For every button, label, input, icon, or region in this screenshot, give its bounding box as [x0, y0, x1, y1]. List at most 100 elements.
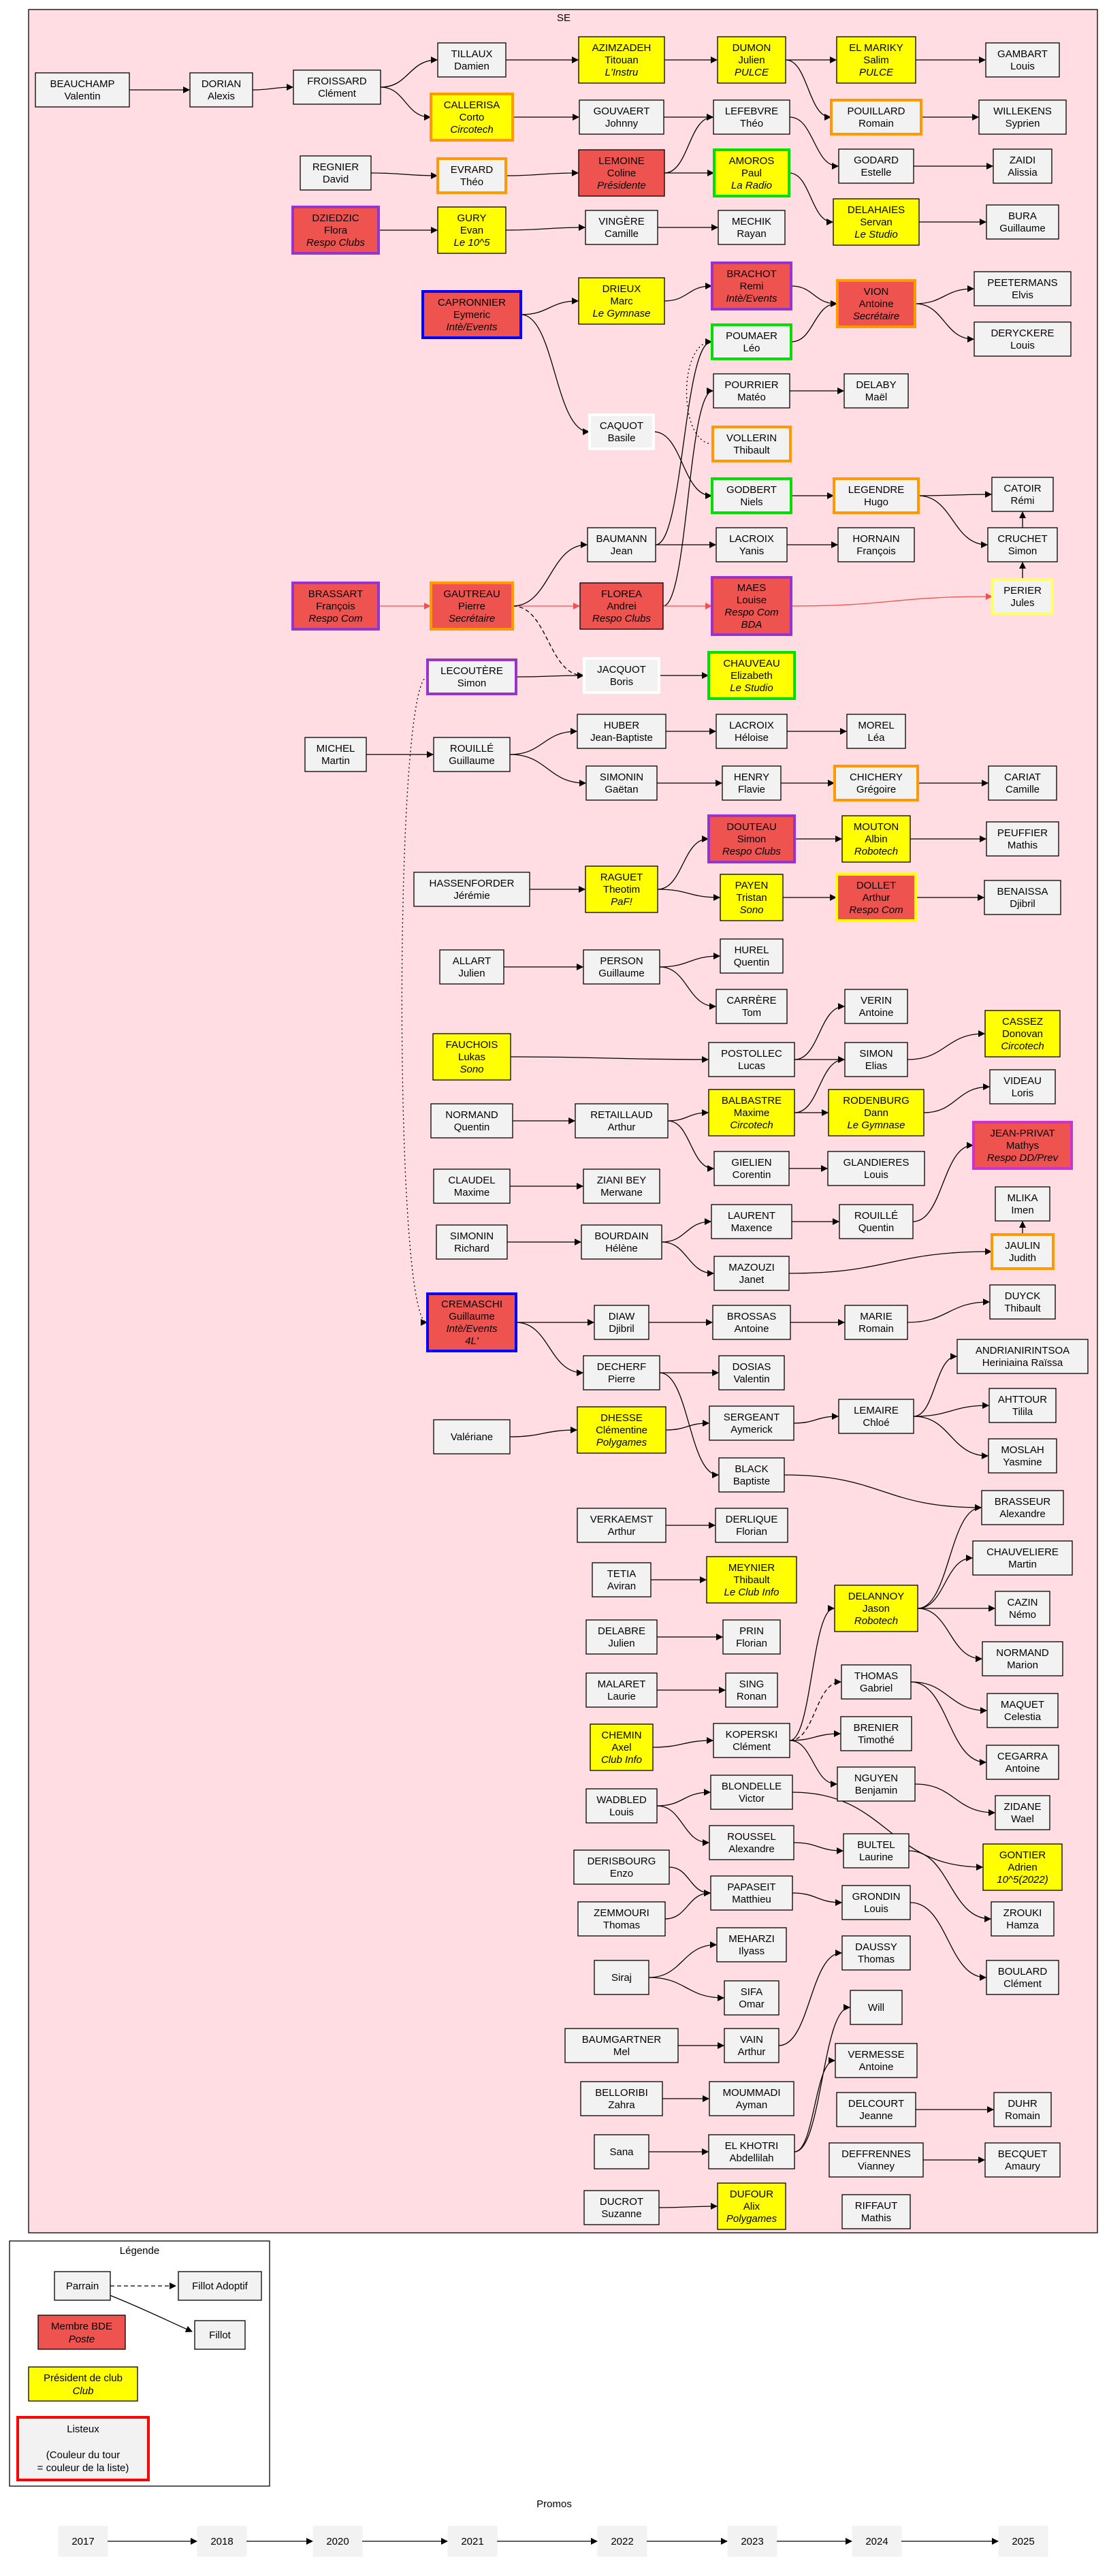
person-role: Circotech — [1001, 1040, 1044, 1052]
person-role: Polygames — [596, 1437, 647, 1448]
person-box — [995, 1591, 1050, 1626]
person-firstname: Guillaume — [999, 223, 1046, 234]
person-surname: DUYCK — [1005, 1290, 1041, 1302]
person-surname: ZIDANE — [1003, 1801, 1041, 1813]
person-surname: DECHERF — [597, 1361, 647, 1373]
edge-brachot-to-vion — [790, 285, 837, 307]
person-box — [709, 1825, 794, 1860]
person-surname: BENAISSA — [997, 886, 1048, 897]
person-surname: BRASSART — [308, 588, 364, 600]
person-firstname: Merwane — [600, 1187, 643, 1198]
legend-parrain-edge — [110, 2295, 193, 2332]
person-box — [711, 426, 792, 462]
person-firstname: Tom — [742, 1007, 761, 1019]
person-role: Le Club Info — [724, 1587, 779, 1598]
person-box — [989, 1069, 1056, 1104]
person-surname: GODARD — [854, 155, 899, 166]
person-surname: DUCROT — [600, 2196, 643, 2208]
person-box — [291, 206, 380, 255]
edge-koperski-to-delannoy — [789, 1605, 835, 1741]
person-box — [829, 2142, 924, 2178]
person-box — [715, 1508, 788, 1543]
person-firstname: Némo — [1009, 1609, 1036, 1621]
person-role: Polygames — [726, 2213, 777, 2225]
edge-dhesse-to-sergeant — [665, 1420, 709, 1431]
person-box — [841, 1664, 912, 1700]
person-box — [583, 949, 660, 985]
edge-retaillaud-to-gielien — [667, 1120, 714, 1172]
person-surname: VINGÈRE — [598, 216, 645, 227]
person-firstname: Lukas — [458, 1051, 485, 1063]
person-firstname: Hamza — [1006, 1920, 1039, 1931]
person-box — [718, 1355, 785, 1390]
person-firstname: Adrien — [1008, 1862, 1037, 1873]
person-firstname: Alexandre — [728, 1843, 775, 1855]
edge-fauchois-to-postollec — [510, 1055, 709, 1063]
person-surname: BLONDELLE — [722, 1781, 782, 1792]
person-firstname: Benjamin — [855, 1785, 898, 1796]
person-surname: MAQUET — [1001, 1699, 1044, 1711]
person-role: Le Studio — [730, 682, 773, 694]
person-box — [35, 72, 130, 108]
edge-regnier-to-evrard — [370, 172, 438, 179]
person-box — [989, 1284, 1056, 1320]
nodes-layer: BEAUCHAMPValentinDORIANAlexisFROISSARDCl… — [35, 36, 1089, 2230]
promo-year-label: 2023 — [741, 2536, 763, 2547]
person-firstname: Martin — [321, 755, 350, 767]
person-role: Le Studio — [854, 229, 897, 240]
edge-vollerin-to-poumaer — [686, 338, 713, 445]
person-surname: BECQUET — [998, 2148, 1048, 2160]
person-firstname: Zahra — [608, 2099, 635, 2111]
person-box — [844, 1305, 908, 1340]
person-firstname: Salim — [863, 54, 889, 66]
person-box — [430, 1103, 513, 1139]
person-firstname: Thibault — [1004, 1303, 1041, 1314]
person-box — [972, 1121, 1073, 1170]
edge-lecoutere-to-cremaschi — [401, 676, 428, 1326]
person-surname: FAUCHOIS — [446, 1039, 498, 1051]
person-surname: DOUTEAU — [726, 821, 776, 833]
person-firstname: Marion — [1007, 1659, 1038, 1671]
person-surname: BOURDAIN — [594, 1230, 648, 1242]
person-surname: DELABY — [856, 379, 896, 391]
person-surname: DELCOURT — [848, 2098, 904, 2110]
person-firstname: Thomas — [858, 1954, 895, 1965]
person-firstname: Ayman — [736, 2099, 767, 2111]
edge-vion-to-peetermans — [914, 285, 974, 304]
person-surname: JAULIN — [1005, 1240, 1040, 1252]
person-firstname: Amaury — [1005, 2161, 1040, 2172]
person-box — [590, 1723, 654, 1771]
person-role: Respo Com — [308, 613, 362, 624]
person-surname: BAUMANN — [596, 533, 647, 545]
person-firstname: Omar — [739, 1999, 765, 2010]
edge-koperski-to-thomas — [789, 1679, 841, 1741]
person-surname: POSTOLLEC — [721, 1048, 782, 1060]
person-box — [426, 1292, 517, 1352]
edge-lemaire-to-moslah — [913, 1416, 989, 1459]
promo-year-label: 2025 — [1012, 2536, 1034, 2547]
person-firstname: David — [323, 174, 349, 185]
person-firstname: Jean-Baptiste — [590, 732, 653, 744]
edge-nguyen-to-zidane — [914, 1783, 995, 1816]
person-surname: MAES — [737, 582, 767, 594]
